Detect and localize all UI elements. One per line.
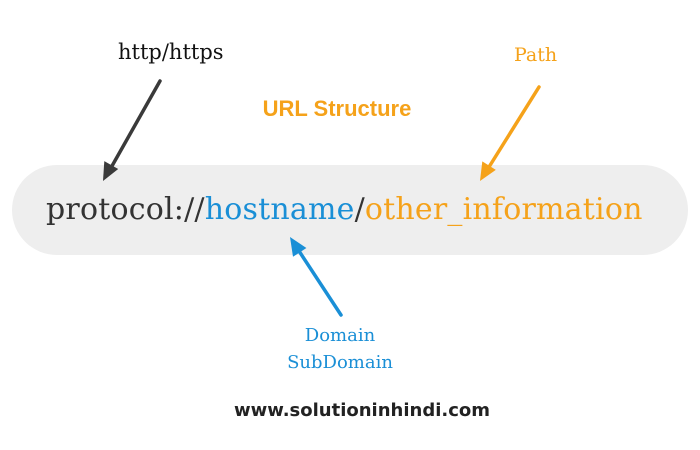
website-url-text: www.solutioninhindi.com: [233, 400, 491, 421]
domain-hint-label: Domain SubDomain: [260, 322, 420, 376]
protocol-arrow: [103, 79, 162, 181]
url-separator: /: [354, 192, 365, 227]
path-hint-label: Path: [514, 44, 558, 66]
diagram-title: URL Structure: [0, 96, 700, 122]
domain-hint-line1: Domain: [304, 325, 376, 346]
website-footer: www.solutioninhindi.com: [0, 400, 700, 421]
url-hostname: hostname: [204, 192, 355, 227]
url-example: protocol://hostname/other_information: [46, 188, 643, 232]
url-background-pill: [12, 165, 688, 255]
diagram-title-text: URL Structure: [262, 96, 412, 121]
protocol-hint-label: http/https: [118, 40, 224, 64]
domain-hint-line2: SubDomain: [287, 352, 393, 373]
url-other-information: other_information: [364, 192, 643, 227]
url-protocol: protocol://: [46, 192, 205, 227]
path-arrow: [480, 85, 541, 181]
domain-arrow: [290, 237, 343, 317]
